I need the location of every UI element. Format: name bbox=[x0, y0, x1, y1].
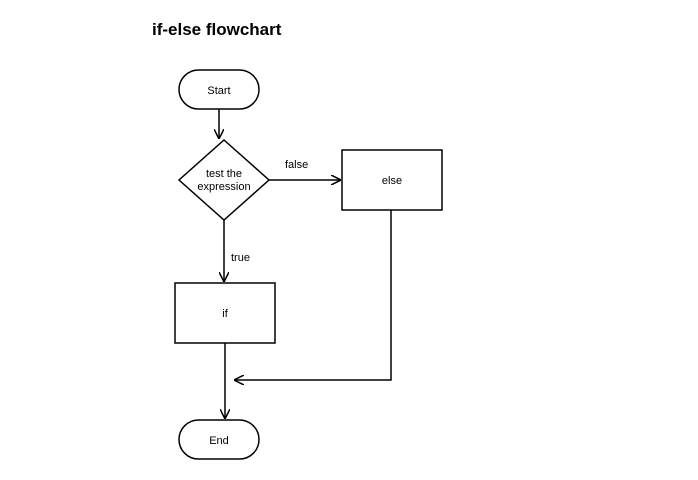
start-node: Start bbox=[178, 69, 260, 110]
else-label: else bbox=[382, 175, 402, 187]
decision-label-line2: expression bbox=[197, 181, 250, 193]
decision-node: test the expression bbox=[177, 138, 271, 222]
if-label: if bbox=[222, 308, 228, 320]
else-node: else bbox=[341, 149, 443, 211]
false-label: false bbox=[285, 159, 308, 171]
end-node: End bbox=[178, 419, 260, 460]
if-node: if bbox=[174, 282, 276, 344]
diagram-title: if-else flowchart bbox=[152, 20, 282, 39]
decision-label-line1: test the bbox=[206, 168, 242, 180]
edge-else-return bbox=[235, 210, 392, 380]
true-label: true bbox=[231, 252, 250, 264]
start-label: Start bbox=[207, 85, 230, 97]
end-label: End bbox=[209, 435, 229, 447]
